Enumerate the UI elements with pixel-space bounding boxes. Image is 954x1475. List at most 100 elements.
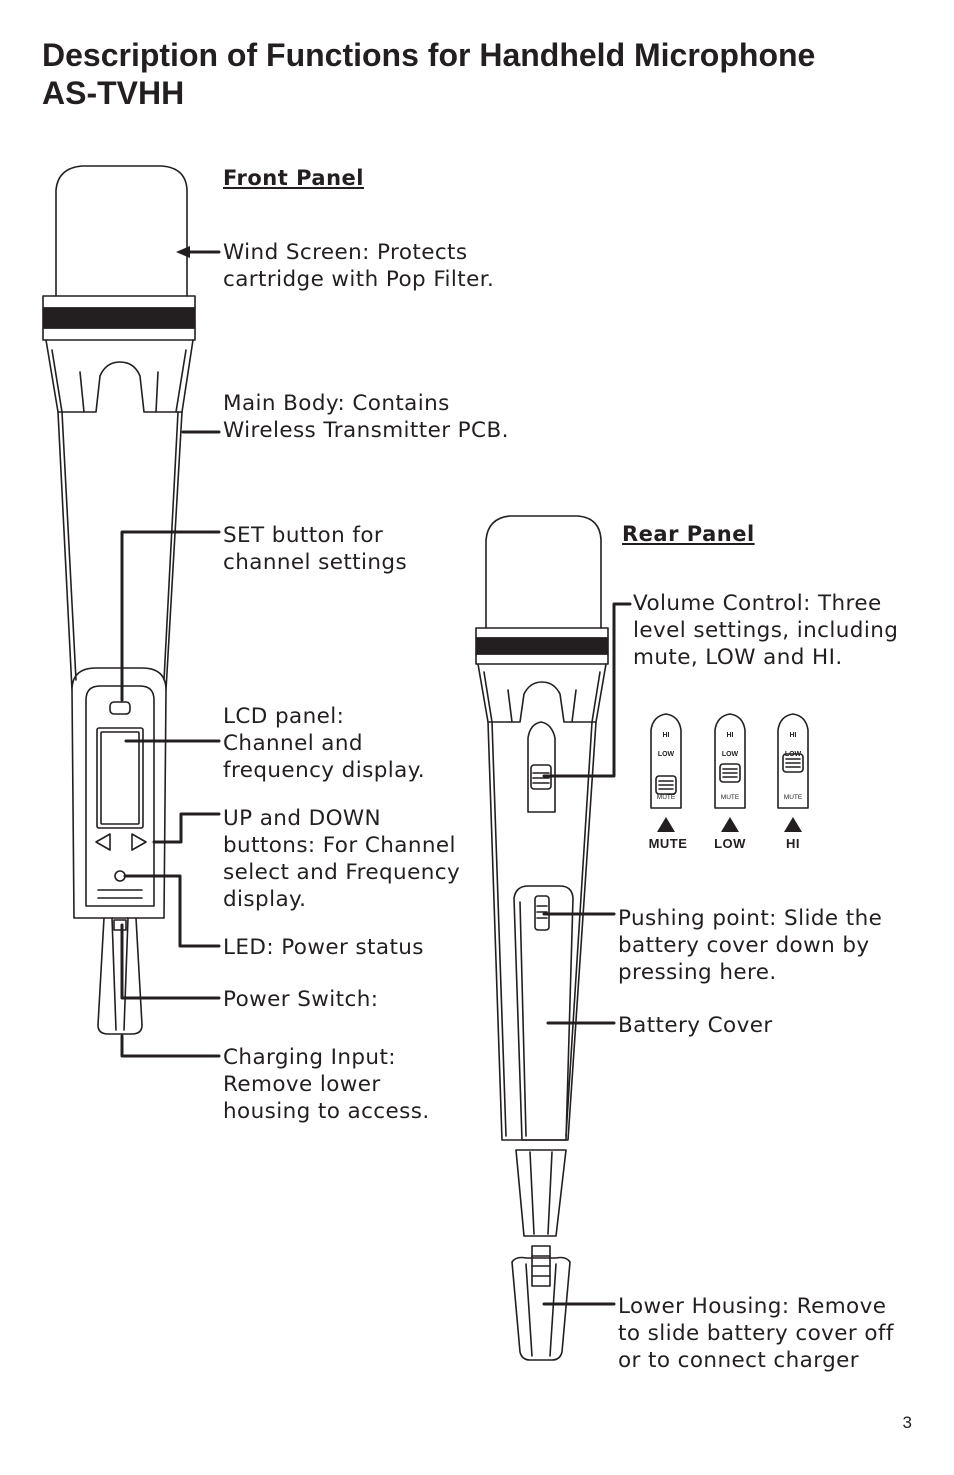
volume-control-line-3: mute, LOW and HI. <box>633 645 843 670</box>
led-description: LED: Power status <box>223 934 424 961</box>
switch-mute-label: MUTE <box>657 794 676 801</box>
switch-hi-label: HI <box>727 732 734 739</box>
position-arrow-icon <box>784 817 802 832</box>
lower-housing-description: Lower Housing: Remove to slide battery c… <box>618 1293 894 1374</box>
front-wind-screen <box>55 165 188 297</box>
wind-screen-line-1: Wind Screen: Protects <box>223 240 468 265</box>
set-button <box>109 701 131 715</box>
pushing-point-line-3: pressing here. <box>618 960 777 985</box>
charging-input-description: Charging Input: Remove lower housing to … <box>223 1044 430 1125</box>
switch-hi-label: HI <box>790 732 797 739</box>
battery-cover-line-1: Battery Cover <box>618 1013 773 1038</box>
power-switch-line-1: Power Switch: <box>223 987 379 1012</box>
rear-lower-housing <box>511 1256 571 1361</box>
front-leader-lines <box>120 250 221 1058</box>
volume-control-line-1: Volume Control: Three <box>633 591 882 616</box>
front-microphone <box>42 165 196 1035</box>
power-switch-description: Power Switch: <box>223 986 378 1013</box>
front-body-lower <box>71 689 167 919</box>
volume-control-line-2: level settings, including <box>633 618 899 643</box>
set-button-description: SET button for channel settings <box>223 522 407 576</box>
lower-housing-line-1: Lower Housing: Remove <box>618 1294 887 1319</box>
front-panel-label: Front Panel <box>223 166 364 190</box>
rear-ring-band <box>475 637 609 655</box>
set-button-line-2: channel settings <box>223 550 408 575</box>
front-main-body <box>57 411 183 691</box>
title-line-1: Description of Functions for Handheld Mi… <box>42 37 816 73</box>
switch-diagram-1 <box>714 713 746 809</box>
charging-input-leader <box>120 1034 221 1058</box>
up-down-line-2: buttons: For Channel <box>223 833 456 858</box>
volume-control-description: Volume Control: Three level settings, in… <box>633 590 898 671</box>
rear-panel-label: Rear Panel <box>622 522 755 546</box>
lcd-panel-description: LCD panel: Channel and frequency display… <box>223 703 425 784</box>
main-body-line-2: Wireless Transmitter PCB. <box>223 418 509 443</box>
front-lower-housing <box>97 917 143 1035</box>
wind-screen-line-2: cartridge with Pop Filter. <box>223 267 495 292</box>
up-down-line-4: display. <box>223 887 307 912</box>
lcd-panel-line-3: frequency display. <box>223 758 425 783</box>
front-grille <box>45 339 194 413</box>
led-leader <box>123 874 221 948</box>
rear-ring-bottom <box>475 653 609 665</box>
lower-housing-line-2: to slide battery cover off <box>618 1321 894 1346</box>
up-down-line-3: select and Frequency <box>223 860 461 885</box>
switch-slider-1 <box>719 763 741 783</box>
switch-slider-2 <box>782 753 804 773</box>
page-title: Description of Functions for Handheld Mi… <box>42 36 922 112</box>
up-down-leader <box>152 812 221 844</box>
rear-wind-screen <box>485 515 602 629</box>
rear-grille <box>477 663 607 723</box>
lcd-panel-line-2: Channel and <box>223 731 363 756</box>
front-ring-band <box>42 307 196 329</box>
rear-microphone <box>475 515 609 1361</box>
led-line-1: LED: Power status <box>223 935 424 960</box>
charging-input-line-2: Remove lower <box>223 1072 381 1097</box>
rear-leader-lines <box>542 602 632 1306</box>
wind-screen-arrow-icon <box>176 246 190 258</box>
switch-diagram-2 <box>777 713 809 809</box>
charging-input-line-1: Charging Input: <box>223 1045 396 1070</box>
rear-ring-top <box>475 627 609 639</box>
switch-diagram-0 <box>650 713 682 809</box>
main-body-line-1: Main Body: Contains <box>223 391 450 416</box>
switch-low-label: LOW <box>658 751 675 758</box>
switch-caption-2: HI <box>786 836 800 851</box>
power-switch <box>113 919 127 931</box>
switch-caption-1: LOW <box>714 836 746 851</box>
battery-cover-description: Battery Cover <box>618 1012 773 1039</box>
front-ring-top <box>42 295 196 309</box>
down-button <box>95 833 111 851</box>
page-number: 3 <box>902 1413 912 1432</box>
title-line-2: AS-TVHH <box>42 75 185 111</box>
up-down-line-1: UP and DOWN <box>223 806 382 831</box>
up-down-description: UP and DOWN buttons: For Channel select … <box>223 805 460 913</box>
front-control-panel <box>85 685 155 907</box>
up-button <box>131 833 147 851</box>
rear-neck <box>515 1149 567 1237</box>
main-body-description: Main Body: Contains Wireless Transmitter… <box>223 390 509 444</box>
set-button-line-1: SET button for <box>223 523 384 548</box>
position-arrow-icon <box>721 817 739 832</box>
switch-caption-0: MUTE <box>649 836 688 851</box>
switch-mute-label: MUTE <box>784 794 803 801</box>
set-button-leader <box>120 530 221 702</box>
rear-battery-cover <box>513 885 574 1141</box>
volume-control-leader <box>542 602 632 778</box>
switch-mute-label: MUTE <box>721 794 740 801</box>
switch-low-label: LOW <box>722 751 739 758</box>
pushing-point-description: Pushing point: Slide the battery cover d… <box>618 905 882 986</box>
lcd-screen <box>96 727 144 829</box>
pushing-point-line-2: battery cover down by <box>618 933 870 958</box>
charging-input-line-3: housing to access. <box>223 1099 430 1124</box>
volume-switch-housing <box>527 721 556 813</box>
lower-housing-line-3: or to connect charger <box>618 1348 859 1373</box>
wind-screen-description: Wind Screen: Protects cartridge with Pop… <box>223 239 494 293</box>
switch-hi-label: HI <box>663 732 670 739</box>
position-arrow-icon <box>657 817 675 832</box>
power-switch-leader <box>120 923 221 1000</box>
switch-slider-0 <box>655 775 677 795</box>
pushing-point-line-1: Pushing point: Slide the <box>618 906 883 931</box>
front-ring-bottom <box>42 327 196 341</box>
